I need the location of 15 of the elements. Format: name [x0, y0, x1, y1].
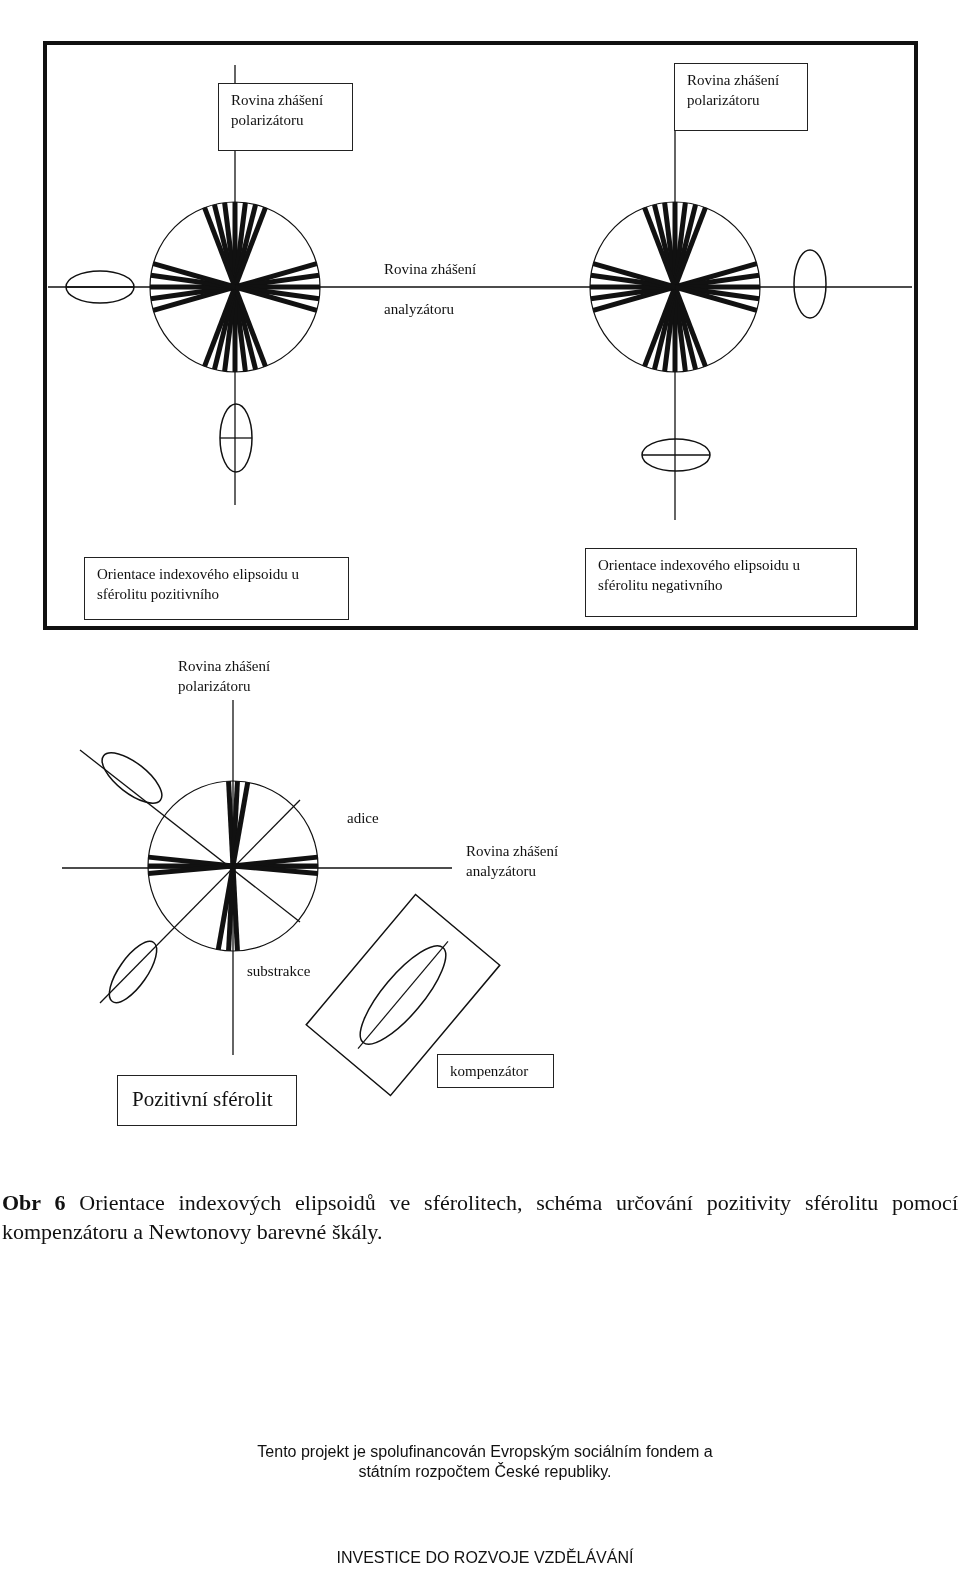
label-box: Rovina zhášení polarizátoru — [674, 63, 808, 131]
label-box: Orientace indexového elipsoidu u sférolitu negativního — [585, 548, 857, 617]
label-box: kompenzátor — [437, 1054, 554, 1088]
axis-label: substrakce — [247, 962, 312, 981]
footer-note: INVESTICE DO ROZVOJE VZDĚLÁVÁNÍ — [335, 1548, 635, 1568]
axis-label: analyzátoru — [384, 300, 455, 319]
label-box: Orientace indexového elipsoidu u sférolitu pozitivního — [84, 557, 349, 620]
caption: Obr 6 Orientace indexových elipsoidů ve sférolitech, schéma určování pozitivity sférolitu pomocí kompenzátoru a Newtonovy barevné škály. — [2, 1189, 958, 1246]
axis-label: Rovina zhášení polarizátoru — [178, 657, 272, 696]
footer-note: Tento projekt je spolufinancován Evropským sociálním fondem a státním rozpočtem České republiky. — [256, 1442, 714, 1482]
axis-label: adice — [347, 809, 380, 828]
label-box: Rovina zhášení polarizátoru — [218, 83, 353, 151]
title-box: Pozitivní sférolit — [117, 1075, 297, 1126]
axis-label: Rovina zhášení analyzátoru — [466, 842, 560, 881]
axis-label: Rovina zhášení — [384, 260, 478, 279]
